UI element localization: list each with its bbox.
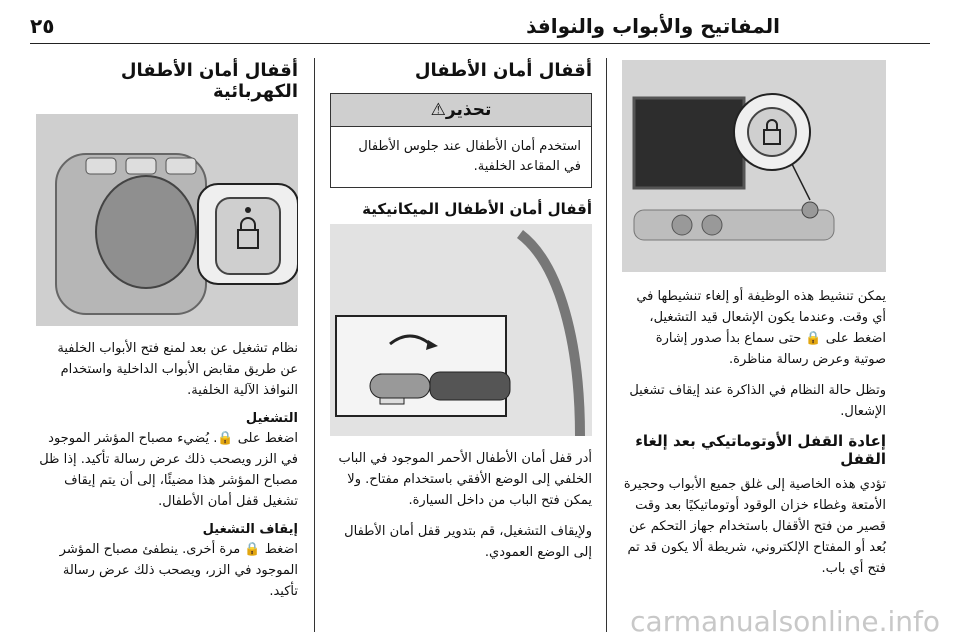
paragraph: نظام تشغيل عن بعد لمنع فتح الأبواب الخلف… xyxy=(57,341,298,398)
warning-heading: تحذير⚠ xyxy=(331,94,591,127)
right-column: يمكن تنشيط هذه الوظيفة أو إلغاء تنشيطها … xyxy=(622,60,886,589)
paragraph: أدر قفل أمان الأطفال الأحمر الموجود في ا… xyxy=(338,451,592,508)
section-title: أقفال أمان الأطفال الكهربائية xyxy=(120,60,298,102)
section-title: أقفال أمان الأطفال xyxy=(414,60,592,81)
page-number: ٢٥ xyxy=(30,14,55,38)
paragraph: اضغط 🔒 مرة أخرى. ينطفئ مصباح المؤشر المو… xyxy=(59,542,298,599)
column-divider xyxy=(606,58,607,632)
subheading: إيقاف التشغيل xyxy=(202,522,298,537)
page-title: المفاتيح والأبواب والنوافذ xyxy=(526,14,780,38)
subheading: التشغيل xyxy=(245,411,298,426)
paragraph: وتظل حالة النظام في الذاكرة عند إيقاف تش… xyxy=(629,383,886,419)
watermark: carmanualsonline.info xyxy=(630,605,940,638)
paragraph: ولإيقاف التشغيل، قم بتدوير قفل أمان الأط… xyxy=(344,524,592,560)
section-heading: إعادة القفل الأوتوماتيكي بعد إلغاء القفل xyxy=(635,432,886,468)
left-column: أقفال أمان الأطفال الكهربائية نظام تشغيل… xyxy=(36,60,298,612)
paragraph: يمكن تنشيط هذه الوظيفة أو إلغاء تنشيطها … xyxy=(636,289,886,367)
header-rule xyxy=(30,43,930,44)
column-divider xyxy=(314,58,315,632)
page-header: المفاتيح والأبواب والنوافذ ٢٥ xyxy=(30,10,930,44)
door-child-lock-image xyxy=(330,224,592,436)
paragraph: تؤدي هذه الخاصية إلى غلق جميع الأبواب وح… xyxy=(623,477,886,576)
paragraph: اضغط على 🔒. يُضيء مصباح المؤشر الموجود ف… xyxy=(39,431,298,509)
dashboard-lock-button-image xyxy=(622,60,886,272)
console-lock-button-image xyxy=(36,114,298,326)
warning-box: تحذير⚠ استخدم أمان الأطفال عند جلوس الأط… xyxy=(330,93,592,188)
middle-column: أقفال أمان الأطفال تحذير⚠ استخدم أمان ال… xyxy=(330,60,592,573)
warning-text: استخدم أمان الأطفال عند جلوس الأطفال في … xyxy=(358,139,581,174)
section-heading: أقفال أمان الأطفال الميكانيكية xyxy=(362,200,592,218)
